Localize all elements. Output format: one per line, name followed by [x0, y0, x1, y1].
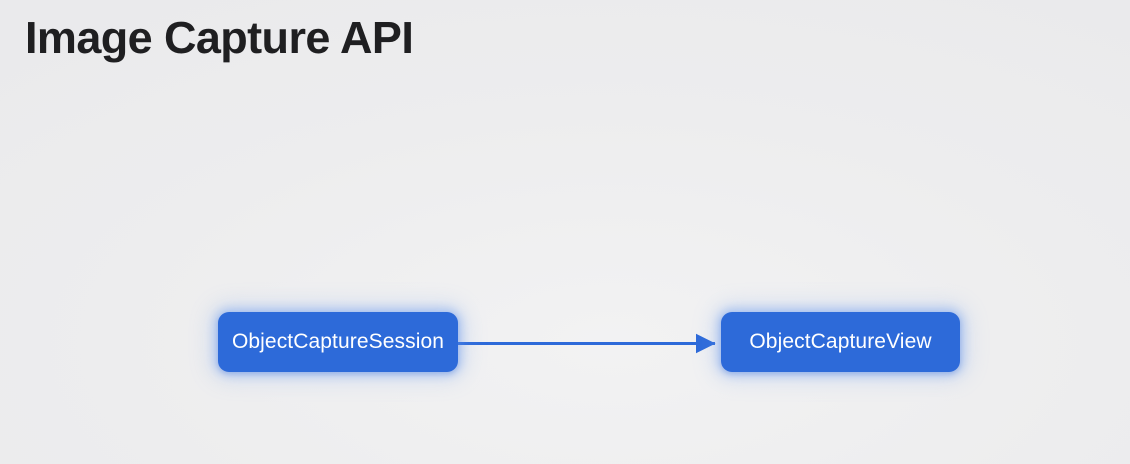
node-object-capture-session[interactable]: ObjectCaptureSession [218, 312, 458, 372]
node-label: ObjectCaptureView [749, 330, 932, 353]
page-title: Image Capture API [25, 12, 414, 63]
node-object-capture-view[interactable]: ObjectCaptureView [721, 312, 960, 372]
node-label: ObjectCaptureSession [231, 330, 445, 353]
